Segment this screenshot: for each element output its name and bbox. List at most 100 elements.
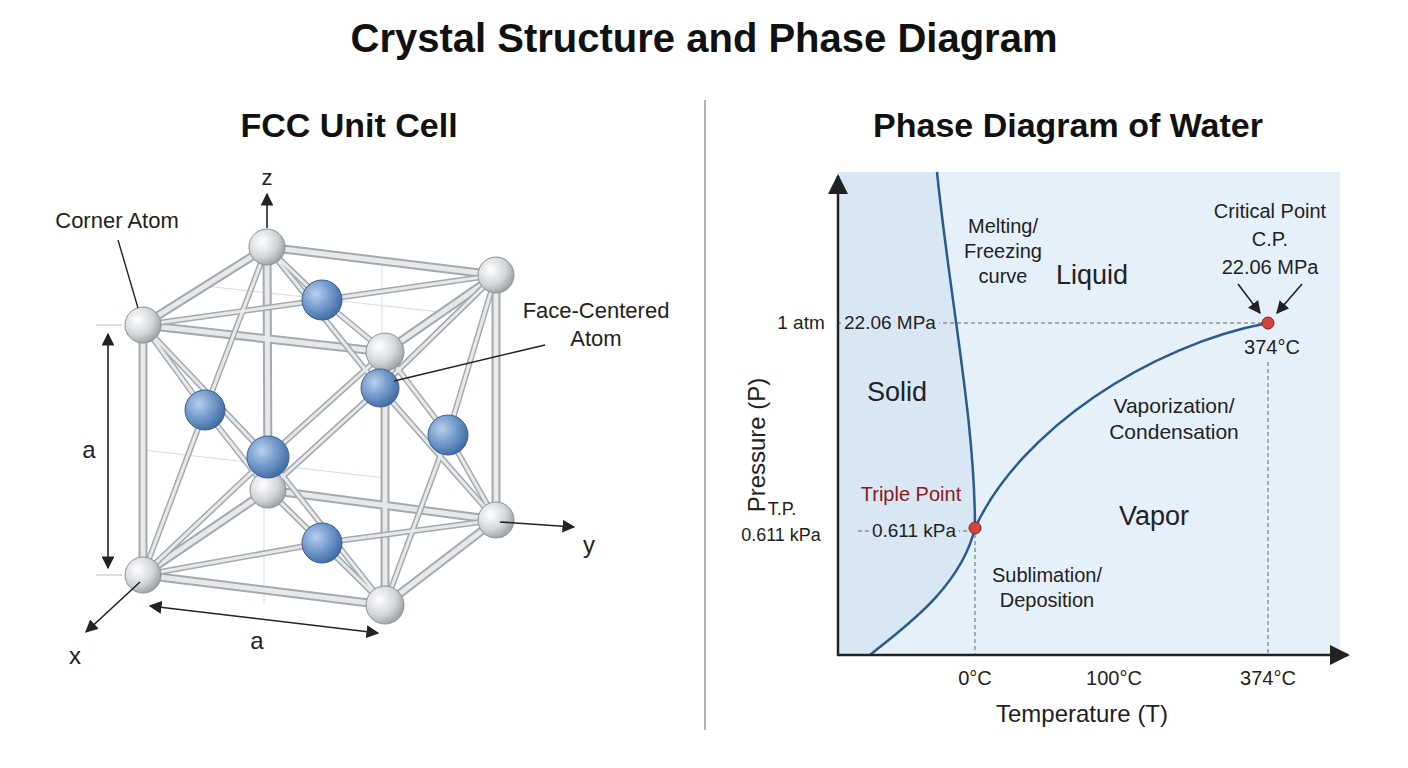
point-label: C.P. bbox=[1252, 227, 1288, 252]
face-centered-atoms bbox=[185, 280, 468, 563]
plot-ground bbox=[838, 172, 1340, 655]
cube-edges bbox=[143, 575, 385, 605]
face-diagonals bbox=[267, 247, 380, 388]
critical-point-arrows bbox=[1238, 284, 1302, 313]
point-label: 22.06 MPa bbox=[1222, 255, 1319, 280]
region-label: Vapor bbox=[1119, 500, 1189, 534]
plot-axes bbox=[837, 654, 1348, 657]
cube-edges bbox=[492, 275, 501, 520]
point-label: Critical Point bbox=[1214, 199, 1326, 224]
face-diagonals bbox=[385, 435, 448, 605]
face-diagonals bbox=[380, 388, 496, 520]
axes-and-dimensions bbox=[500, 522, 574, 527]
phase-points bbox=[969, 317, 1274, 534]
corner-atoms bbox=[249, 229, 285, 265]
axes-and-dimensions bbox=[96, 575, 122, 576]
leader-lines bbox=[118, 240, 545, 381]
face-centered-atoms bbox=[428, 415, 468, 455]
face-diagonals bbox=[143, 410, 205, 575]
axes-and-dimensions bbox=[86, 582, 140, 632]
guide-lines bbox=[975, 534, 976, 655]
cube-edges bbox=[143, 247, 496, 605]
leader-lines bbox=[394, 345, 545, 381]
tick-label: 0.611 kPa bbox=[869, 519, 959, 543]
axes-and-dimensions bbox=[266, 194, 268, 228]
face-diagonals bbox=[268, 457, 385, 605]
corner-atoms bbox=[366, 333, 404, 371]
curve-label: Vaporization/ Condensation bbox=[1094, 393, 1254, 446]
leader-lines bbox=[118, 240, 138, 308]
corner-atoms bbox=[366, 586, 404, 624]
phase-points bbox=[969, 522, 981, 534]
face-diagonals bbox=[205, 247, 267, 410]
face-diagonals bbox=[380, 388, 496, 520]
cube-edges bbox=[143, 575, 385, 605]
region-label: Liquid bbox=[1056, 259, 1128, 293]
face-diagonals bbox=[143, 300, 322, 325]
curve-label: Sublimation/ Deposition bbox=[982, 563, 1112, 613]
tick-label: 374°C bbox=[1240, 666, 1296, 691]
guide-lines bbox=[1268, 362, 1269, 655]
face-centered-atoms bbox=[361, 369, 399, 407]
dimension: a bbox=[82, 435, 95, 465]
panel-divider bbox=[704, 100, 706, 730]
face-diagonals bbox=[448, 275, 496, 435]
face-diagonals bbox=[268, 457, 385, 605]
part-label: Corner Atom bbox=[55, 207, 179, 235]
part-label: Face-Centered Atom bbox=[506, 297, 686, 352]
tick-label: 0°C bbox=[958, 666, 992, 691]
face-diagonals bbox=[143, 457, 268, 575]
point-label: 374°C bbox=[1241, 335, 1303, 360]
cube-back-lines bbox=[143, 262, 440, 605]
axes-and-dimensions bbox=[86, 194, 574, 633]
guide-lines bbox=[838, 323, 1268, 655]
corner-atoms bbox=[478, 502, 514, 538]
face-diagonals bbox=[268, 352, 385, 457]
corner-atoms bbox=[125, 557, 161, 593]
phase-curves bbox=[975, 323, 1268, 528]
dimension: a bbox=[250, 626, 263, 656]
tick-label: 0.611 kPa bbox=[741, 524, 821, 547]
cube-edges bbox=[141, 325, 146, 575]
panel-heading: Phase Diagram of Water bbox=[873, 104, 1263, 147]
point-label: Triple Point bbox=[861, 482, 961, 507]
cube-edges bbox=[267, 247, 496, 275]
axis-title: Temperature (T) bbox=[996, 699, 1168, 729]
solid-region bbox=[838, 172, 975, 655]
face-diagonals bbox=[322, 275, 496, 300]
phase-curves bbox=[870, 172, 1268, 655]
face-centered-atoms bbox=[185, 390, 225, 430]
face-diagonals bbox=[267, 247, 380, 388]
critical-point-arrows bbox=[1238, 284, 1260, 313]
face-diagonals bbox=[143, 325, 268, 457]
axes-and-dimensions bbox=[107, 334, 109, 568]
face-diagonals bbox=[143, 247, 496, 605]
corner-atoms bbox=[478, 257, 514, 293]
phase-curves bbox=[870, 528, 975, 655]
face-centered-atoms bbox=[247, 436, 289, 478]
cube-edges bbox=[494, 275, 499, 520]
tick-label: T.P. bbox=[768, 498, 797, 521]
corner-atoms bbox=[125, 307, 161, 343]
axis-name: z bbox=[262, 164, 273, 192]
corner-atoms bbox=[125, 229, 514, 624]
face-diagonals bbox=[143, 410, 205, 575]
axis-name: x bbox=[69, 641, 81, 671]
axes-and-dimensions bbox=[96, 325, 122, 326]
tick-label: 1 atm bbox=[777, 311, 825, 335]
page-title: Crystal Structure and Phase Diagram bbox=[351, 16, 1058, 61]
tick-label: 22.06 MPa bbox=[841, 311, 939, 335]
cube-edges bbox=[139, 325, 148, 575]
tick-label: 100°C bbox=[1086, 666, 1142, 691]
face-diagonals bbox=[385, 435, 448, 605]
face-diagonals bbox=[268, 352, 385, 457]
critical-point-arrows bbox=[1277, 284, 1302, 313]
face-centered-atoms bbox=[302, 280, 342, 320]
plot-axes bbox=[837, 176, 840, 656]
face-diagonals bbox=[143, 300, 322, 325]
face-centered-atoms bbox=[302, 523, 342, 563]
cube-edges bbox=[143, 247, 496, 605]
plot-axes bbox=[837, 176, 1348, 656]
face-diagonals bbox=[143, 325, 268, 457]
